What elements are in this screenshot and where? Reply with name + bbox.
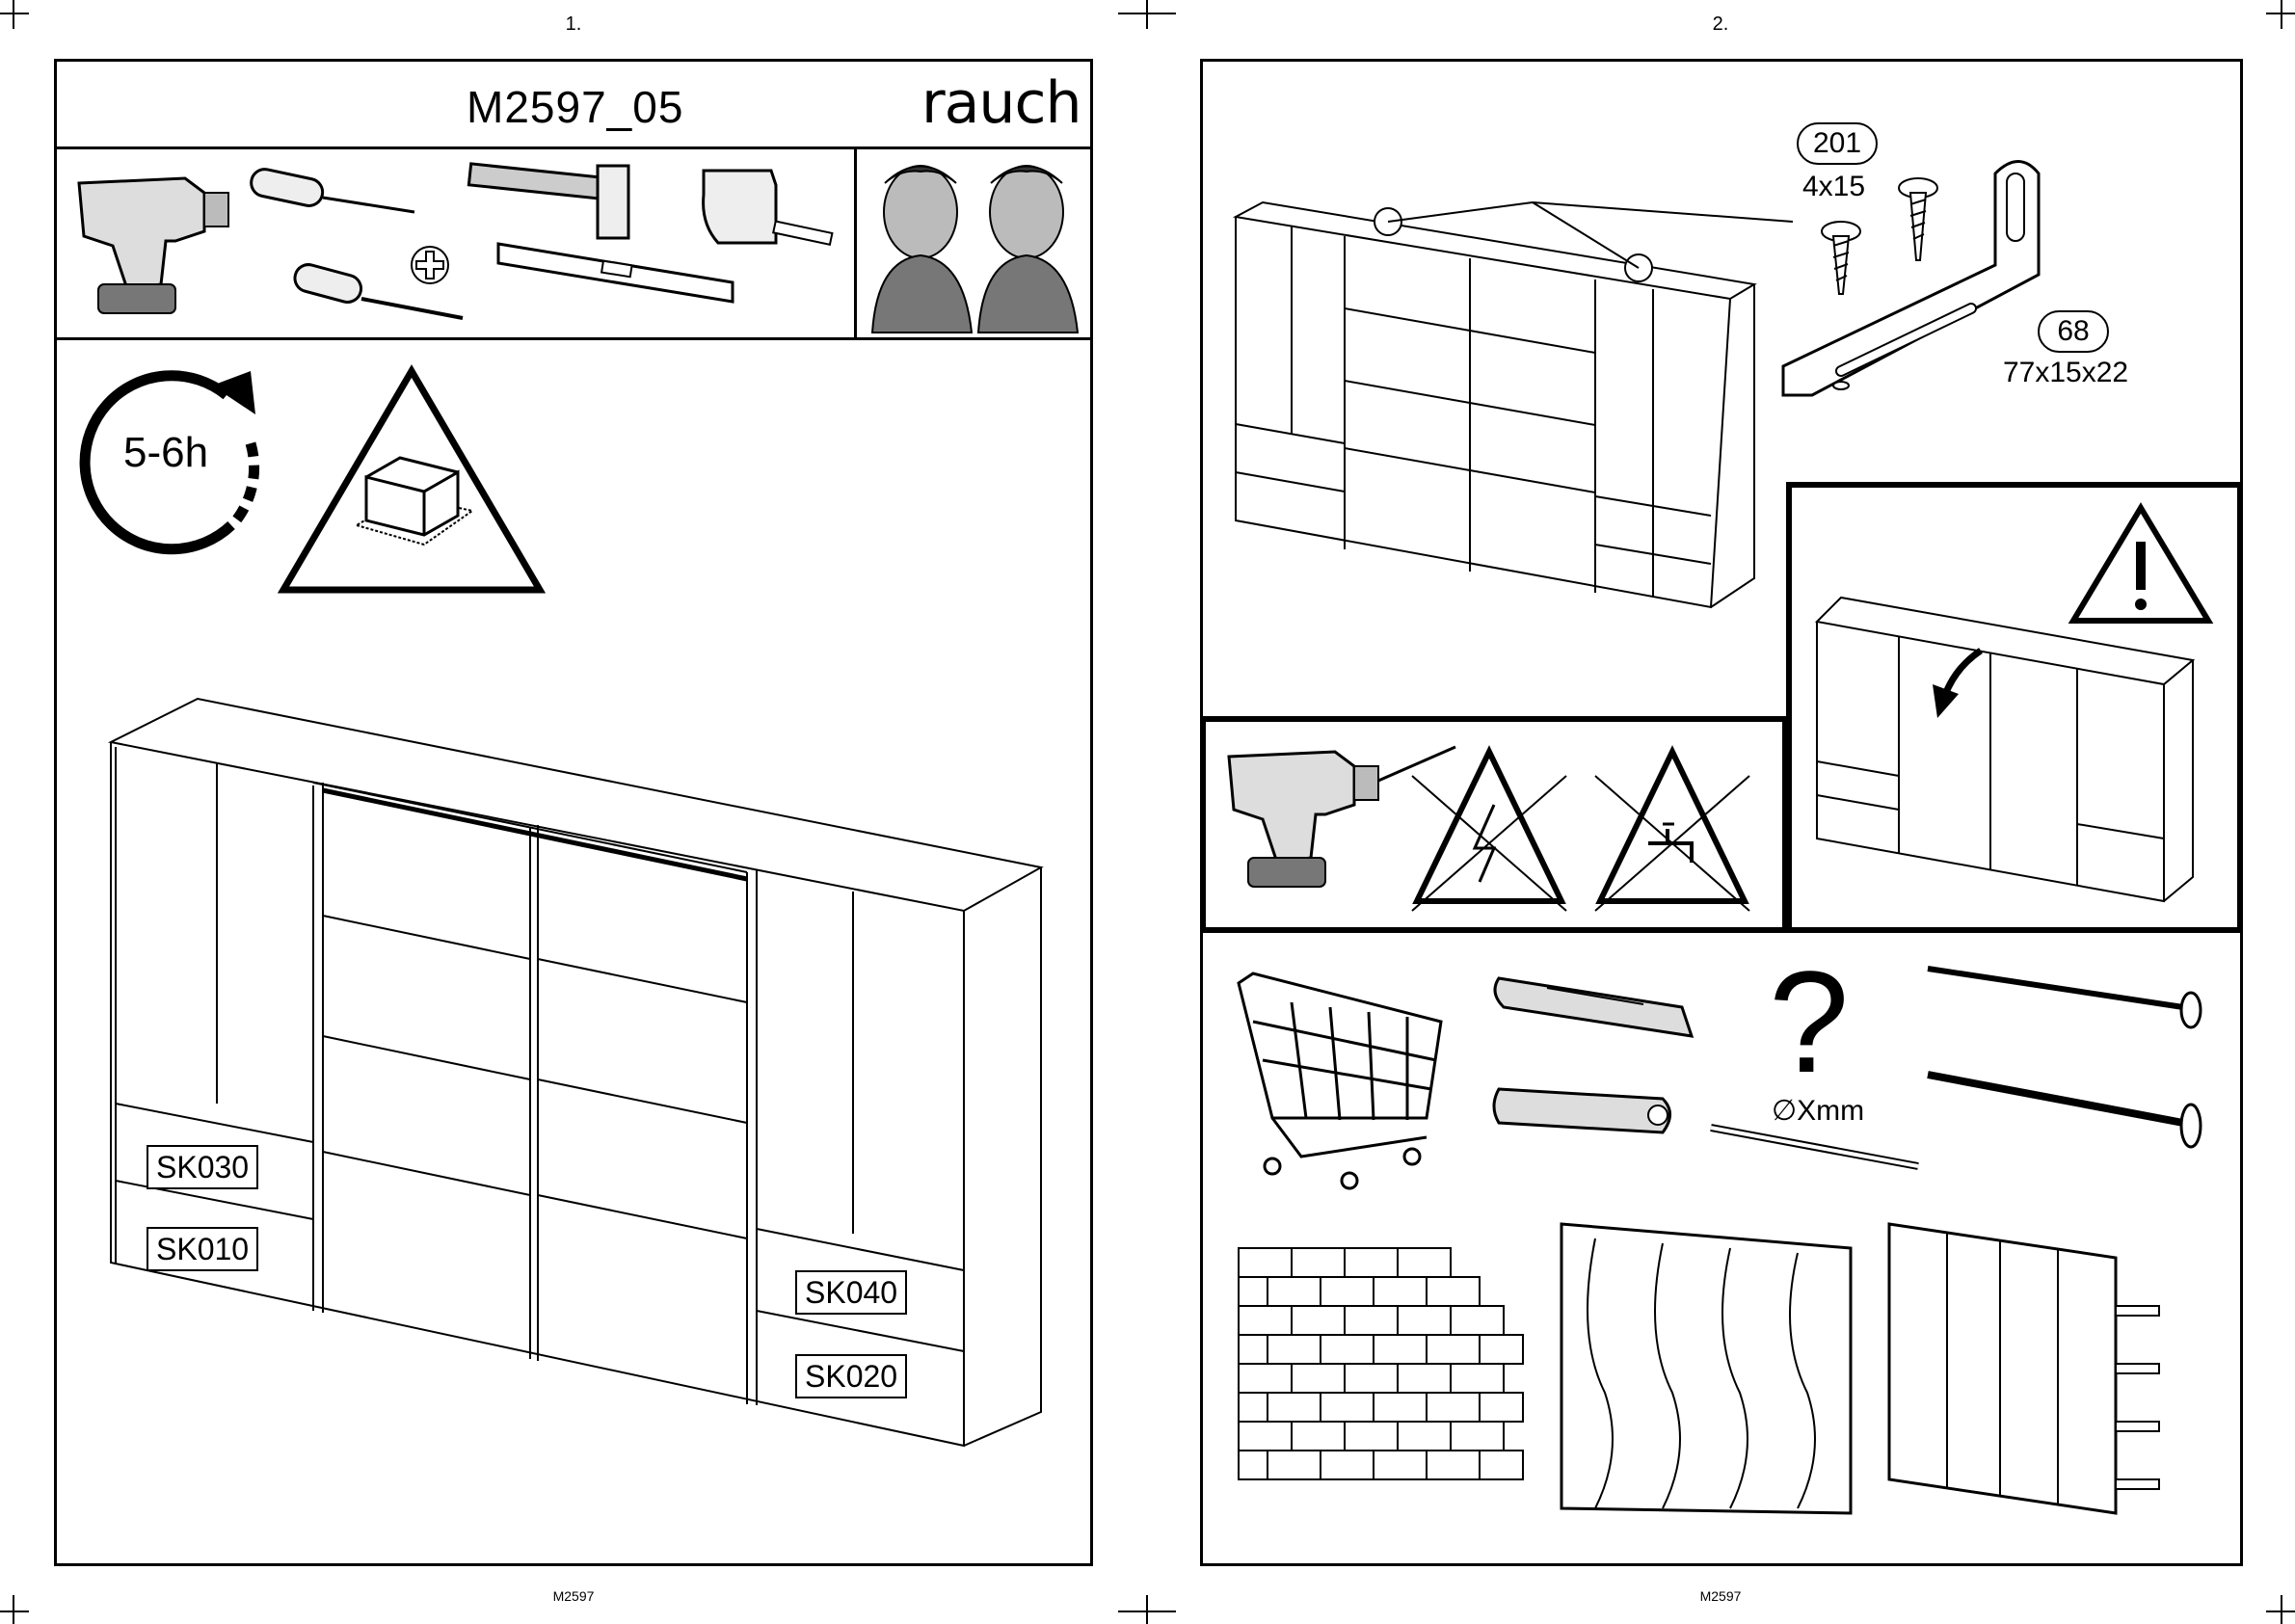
drill-bit-icon: [1706, 1123, 1928, 1181]
wardrobe-tipping-drawing: [1812, 593, 2188, 901]
electric-hazard-icon: [1412, 747, 1586, 920]
long-screw-bottom-icon: [1923, 1070, 2212, 1147]
cabinet-label-sk010: SK010: [147, 1227, 258, 1271]
page-2-footer: M2597: [1672, 1588, 1769, 1604]
brand-logo: rauch: [921, 69, 1081, 137]
tools-vertical-divider: [854, 146, 857, 339]
wall-plug-short-icon: [1489, 1079, 1682, 1147]
brick-wall-icon: [1234, 1219, 1533, 1518]
bracket-68-icon: [1774, 154, 2082, 405]
assembly-time: 5-6h: [123, 429, 208, 477]
long-screw-top-icon: [1923, 964, 2212, 1031]
tools-divider: [54, 337, 1093, 340]
two-person-icon: [867, 154, 1089, 337]
awl-icon: [246, 169, 419, 226]
drill-icon: [69, 164, 243, 328]
wardrobe-drawing: [106, 694, 1051, 1465]
drywall-panel-icon: [1884, 1219, 2193, 1518]
page-number-2: 2.: [1692, 13, 1749, 36]
space-warning-icon: [280, 366, 549, 598]
wood-panel-icon: [1557, 1219, 1855, 1518]
header-divider: [54, 146, 1093, 149]
tape-measure-icon: [699, 166, 843, 272]
cabinet-label-sk040: SK040: [795, 1270, 907, 1315]
wardrobe-wall-fixing-drawing: [1234, 193, 1793, 607]
page-number-1: 1.: [545, 13, 602, 36]
model-title: M2597_05: [467, 81, 683, 133]
page-1-footer: M2597: [525, 1588, 622, 1604]
wall-plug-long-icon: [1489, 964, 1721, 1051]
cabinet-label-sk020: SK020: [795, 1354, 907, 1398]
phillips-head-icon: [409, 244, 451, 286]
shopping-cart-icon: [1234, 964, 1455, 1195]
question-mark-icon: ?: [1769, 949, 1849, 1094]
water-hazard-icon: [1595, 747, 1769, 920]
cabinet-label-sk030: SK030: [147, 1145, 258, 1189]
